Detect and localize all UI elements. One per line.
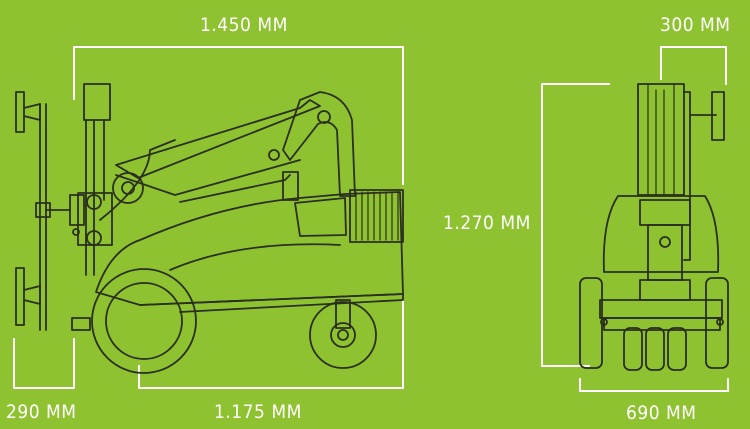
label-wheelbase: 1.175 MM	[214, 401, 302, 423]
label-overall-width: 690 MM	[626, 402, 697, 424]
overall-length-line	[73, 46, 404, 185]
right-wheel	[705, 277, 729, 369]
label-overall-length: 1.450 MM	[200, 14, 288, 36]
mast-column	[637, 83, 685, 196]
mast-top	[83, 83, 111, 121]
cooling-vent	[349, 189, 404, 243]
rear-wheel	[91, 268, 197, 374]
wheelbase-line	[138, 300, 404, 389]
left-wheel	[579, 277, 603, 369]
label-front-overhang: 290 MM	[6, 401, 77, 423]
front-wheel	[309, 301, 377, 369]
height-line	[541, 83, 610, 367]
label-width-top: 300 MM	[660, 14, 731, 36]
label-height: 1.270 MM	[443, 212, 531, 234]
overall-width-line	[579, 378, 729, 392]
boom-arm	[115, 99, 321, 179]
suction-cup-bottom	[15, 267, 25, 326]
machine-body	[95, 191, 404, 306]
front-overhang-line	[13, 338, 75, 389]
front-body	[602, 195, 720, 273]
width-top-line	[660, 46, 727, 85]
arm-joint	[282, 91, 356, 197]
suction-cup-top	[15, 91, 25, 133]
front-suction-cup	[689, 91, 725, 141]
